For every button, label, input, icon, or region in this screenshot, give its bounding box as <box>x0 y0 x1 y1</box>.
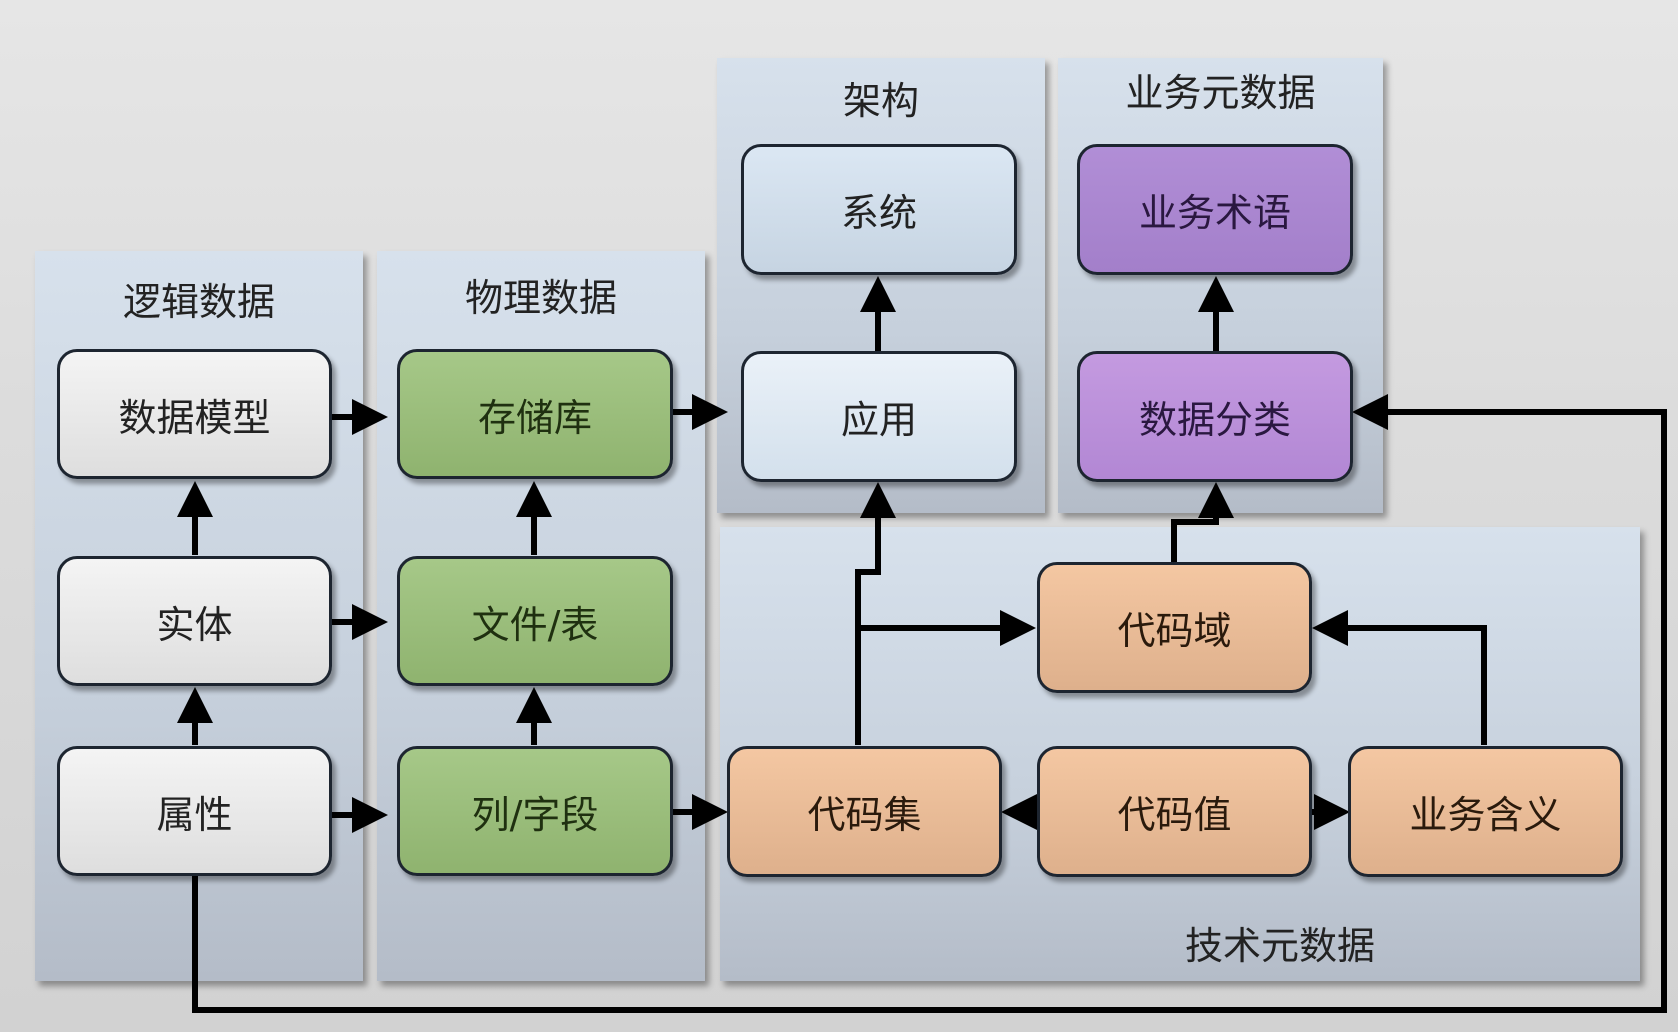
group-title-business: 业务元数据 <box>1125 71 1316 115</box>
group-title-architecture: 架构 <box>842 79 919 123</box>
node-code-set[interactable]: 代码集 <box>727 746 1002 877</box>
group-title-technical: 技术元数据 <box>1184 924 1375 968</box>
edge-codeset-application <box>855 482 896 745</box>
node-file-table[interactable]: 文件/表 <box>397 556 673 686</box>
node-attribute[interactable]: 属性 <box>57 746 332 876</box>
node-code-domain[interactable]: 代码域 <box>1037 562 1312 693</box>
node-data-classification[interactable]: 数据分类 <box>1077 351 1353 482</box>
group-title-logical: 逻辑数据 <box>122 280 275 324</box>
node-repository[interactable]: 存储库 <box>397 349 673 479</box>
node-business-term[interactable]: 业务术语 <box>1077 144 1353 275</box>
node-entity[interactable]: 实体 <box>57 556 332 686</box>
node-application[interactable]: 应用 <box>741 351 1017 482</box>
node-system[interactable]: 系统 <box>741 144 1017 275</box>
edge-businessmeaning-codedomain <box>1312 610 1487 745</box>
group-title-physical: 物理数据 <box>464 276 617 320</box>
edge-codedomain-dataclassification <box>1171 482 1234 562</box>
node-column-field[interactable]: 列/字段 <box>397 746 673 876</box>
node-business-meaning[interactable]: 业务含义 <box>1348 746 1623 877</box>
node-data-model[interactable]: 数据模型 <box>57 349 332 479</box>
edge-attribute-dataclassification <box>192 394 1667 1013</box>
node-code-value[interactable]: 代码值 <box>1037 746 1312 877</box>
